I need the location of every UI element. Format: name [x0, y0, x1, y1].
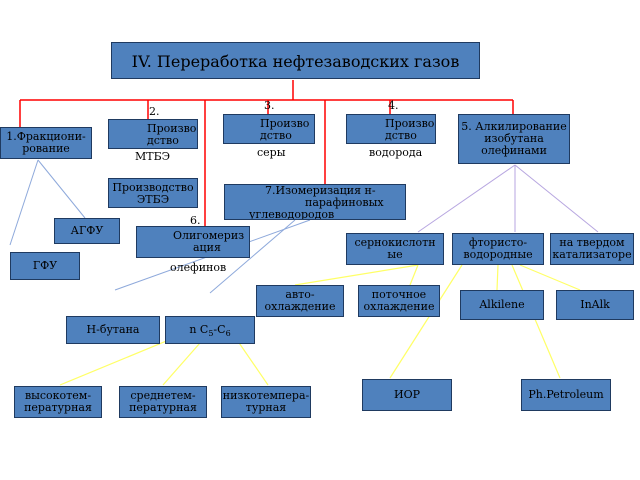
node-mtbe-production: Произво дство — [108, 119, 198, 149]
node-fractionation: 1.Фракциони- рование — [0, 127, 92, 159]
node-mtbe-tail: МТБЭ — [135, 150, 171, 163]
node-oligomerization: Олигомериз ация — [136, 226, 250, 258]
node-gfu: ГФУ — [10, 252, 80, 280]
node-hydrofluoric: фтористо- водородные — [452, 233, 544, 265]
node-n-c5-c6: n C5-C6 — [165, 316, 255, 344]
node-sulfur-number: 3. — [264, 99, 275, 112]
node-low-temperature: низкотемпера- турная — [221, 386, 311, 418]
node-auto-cooling: авто- охлаждение — [256, 285, 344, 317]
node-hydrogen-number: 4. — [388, 99, 399, 112]
node-sulfuric-acid: сернокислотн ые — [346, 233, 444, 265]
node-high-temperature: высокотем- пературная — [14, 386, 102, 418]
node-n-butane: Н-бутана — [66, 316, 160, 344]
node-isomerization: 7.Изомеризация н- парафиновых углеводоро… — [224, 184, 406, 220]
node-mtbe-number: 2. — [149, 105, 160, 118]
node-oligomerization-tail: олефинов — [170, 261, 227, 274]
node-etbe-production: Производство ЭТБЭ — [108, 178, 198, 208]
node-ph-petroleum: Ph.Petroleum — [521, 379, 611, 411]
node-sulfur-tail: серы — [257, 146, 286, 159]
node-uop: ИОР — [362, 379, 452, 411]
node-agfu: АГФУ — [54, 218, 120, 244]
node-inalk: InAlk — [556, 290, 634, 320]
node-hydrogen-production: Произво дство — [346, 114, 436, 144]
node-flow-cooling: поточное охлаждение — [358, 285, 440, 317]
node-hydrogen-tail: водорода — [369, 146, 423, 159]
node-medium-temperature: среднетем- пературная — [119, 386, 207, 418]
node-sulfur-production: Произво дство — [223, 114, 315, 144]
node-solid-catalyst: на твердом катализаторе — [550, 233, 634, 265]
node-alkylation: 5. Алкилирование изобутана олефинами — [458, 114, 570, 164]
diagram-title: IV. Переработка нефтезаводских газов — [111, 42, 480, 79]
node-oligomerization-number: 6. — [190, 214, 201, 227]
node-alkilene: Alkilene — [460, 290, 544, 320]
